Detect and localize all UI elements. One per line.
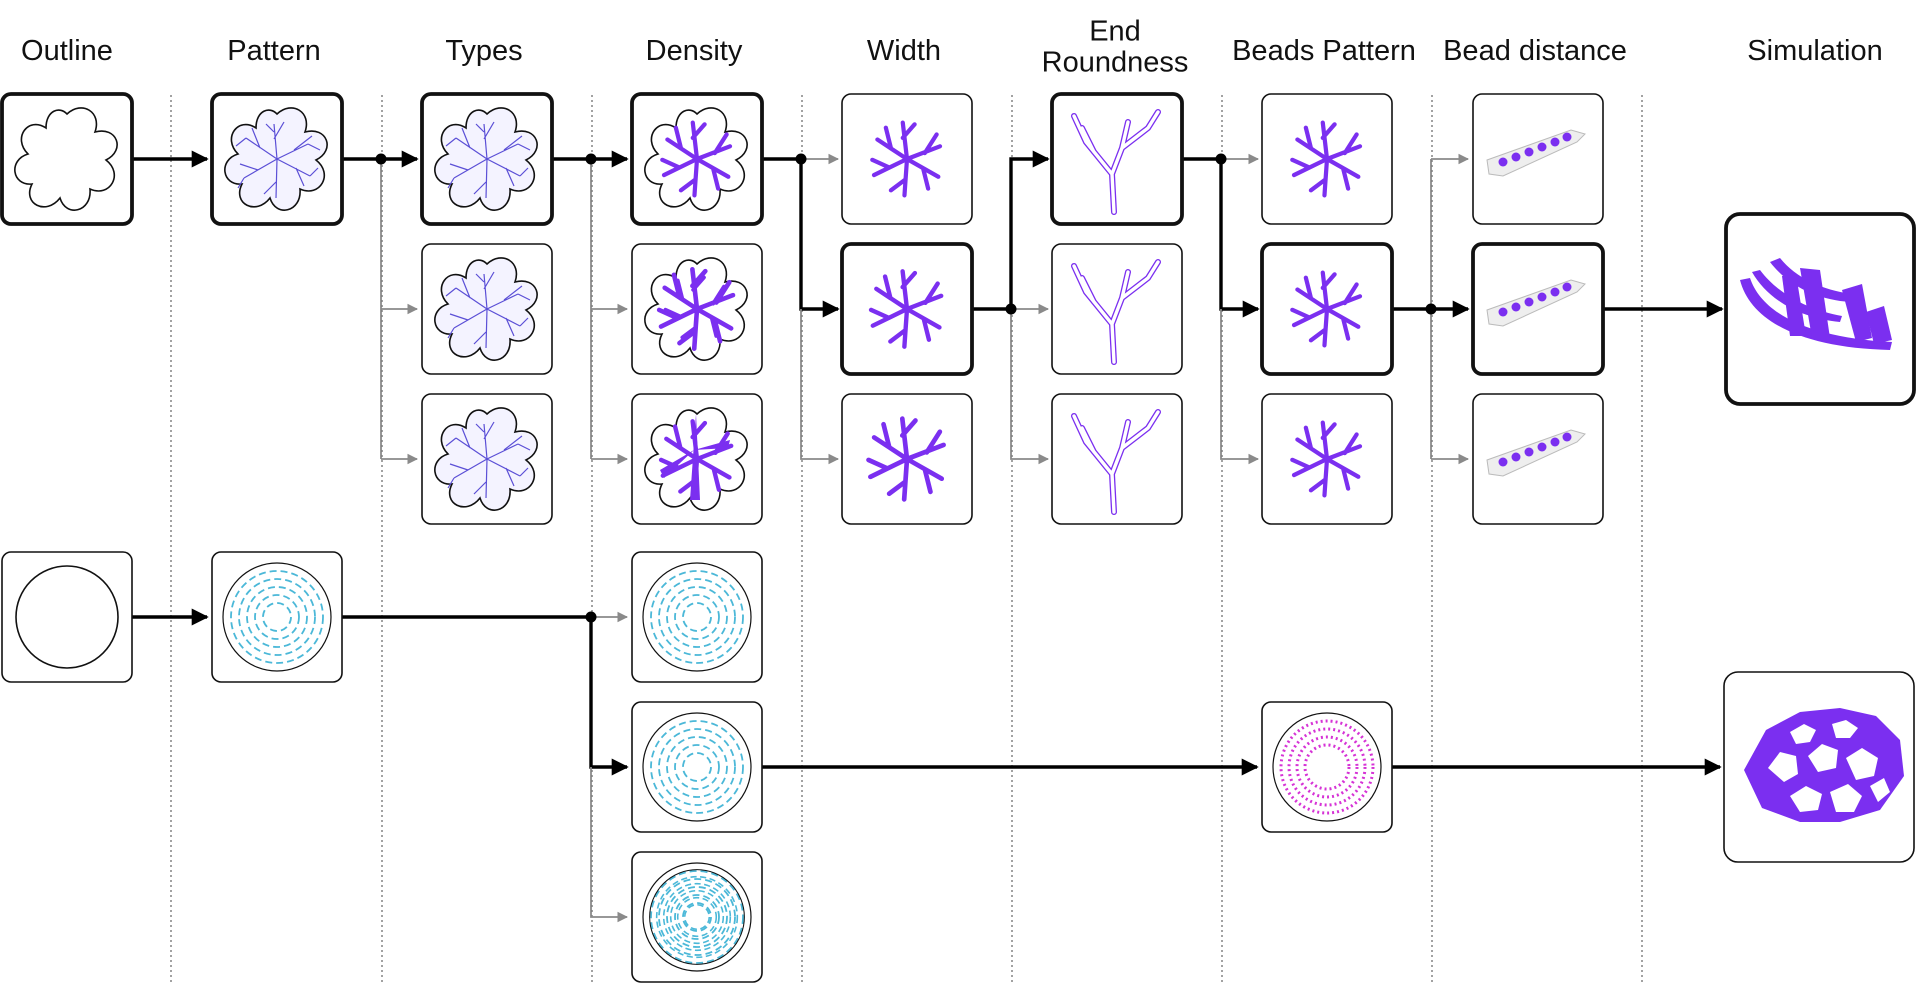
box-width-3 <box>841 393 973 525</box>
arrow-width-alt-2 <box>800 309 840 465</box>
arrow-width-to-roundness <box>972 150 1050 311</box>
box-bead-distance-1 <box>1472 93 1604 225</box>
box-pattern-flower <box>210 92 344 226</box>
box-roundness-3 <box>1051 393 1183 525</box>
dome-simulation-icon <box>1744 708 1904 822</box>
column-title-outline: Outline <box>21 35 113 67</box>
box-beads-pattern-circle <box>1261 701 1393 833</box>
arrow-roundness-alt-2 <box>1010 309 1050 465</box>
box-roundness-1 <box>1050 92 1184 226</box>
column-title-types: Types <box>445 35 522 67</box>
box-density-circle-1 <box>631 551 763 683</box>
column-title-bead-distance: Bead distance <box>1443 35 1627 67</box>
circle-flow-boxes <box>1 551 1915 983</box>
arrow-circle-pattern-to-density <box>342 615 629 776</box>
circle-flow-arrows <box>132 608 1722 923</box>
box-simulation-fan <box>1724 212 1916 406</box>
box-density-circle-3 <box>631 851 763 983</box>
box-beads-pattern-2 <box>1260 242 1394 376</box>
flower-flow-boxes <box>0 92 1916 525</box>
arrow-roundness-to-beads <box>1182 157 1260 318</box>
box-simulation-dome <box>1723 671 1915 863</box>
arrow-beads-alt-2 <box>1220 309 1260 465</box>
box-bead-distance-3 <box>1472 393 1604 525</box>
box-roundness-2 <box>1051 243 1183 375</box>
box-bead-distance-2 <box>1471 242 1605 376</box>
fan-simulation-icon <box>1740 258 1892 350</box>
column-title-pattern: Pattern <box>227 35 321 67</box>
junction-dots <box>375 153 1437 315</box>
box-density-1 <box>630 92 764 226</box>
box-types-3 <box>421 393 553 525</box>
flower-flow-arrows <box>132 150 1724 465</box>
box-outline-flower <box>0 92 134 226</box>
junction-dot-circle <box>585 611 597 623</box>
column-title-density: Density <box>646 35 743 67</box>
box-density-circle-2 <box>631 701 763 833</box>
column-title-simulation: Simulation <box>1747 35 1882 67</box>
box-width-1 <box>841 93 973 225</box>
box-types-1 <box>420 92 554 226</box>
column-title-beads-pattern: Beads Pattern <box>1232 35 1416 67</box>
column-separators <box>170 95 1643 985</box>
arrow-density-to-width <box>762 157 840 318</box>
box-beads-pattern-3 <box>1261 393 1393 525</box>
box-beads-pattern-1 <box>1261 93 1393 225</box>
column-title-width: Width <box>867 35 941 67</box>
box-types-2 <box>421 243 553 375</box>
box-density-3 <box>631 393 763 525</box>
box-width-2 <box>840 242 974 376</box>
box-density-2 <box>631 243 763 375</box>
box-pattern-circle <box>211 551 343 683</box>
arrow-circle-density-alt-2 <box>590 767 629 923</box>
box-outline-circle <box>1 551 133 683</box>
